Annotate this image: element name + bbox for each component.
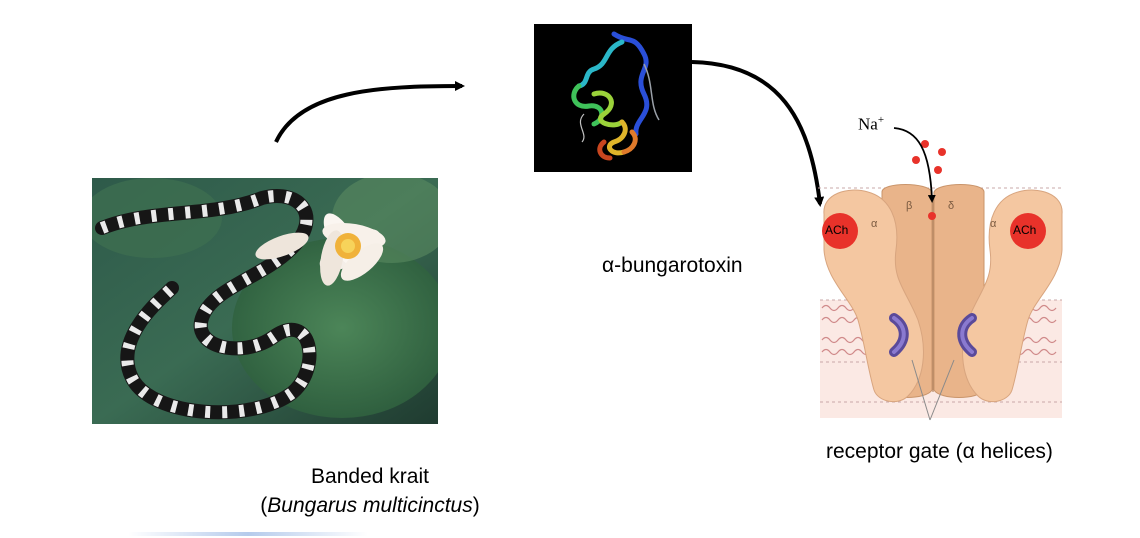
subunit-label-delta: δ bbox=[948, 200, 955, 212]
snake-species-line: (Bungarus multicinctus) bbox=[260, 494, 480, 517]
banded-krait-photo bbox=[92, 178, 438, 424]
sodium-ion-label: Na+ bbox=[858, 114, 885, 134]
footer-decoration bbox=[128, 532, 368, 536]
water-lily bbox=[255, 213, 386, 286]
ach-label-right: ACh bbox=[1013, 223, 1037, 237]
subunit-label-alpha-right: α bbox=[990, 218, 997, 230]
alpha-bungarotoxin-structure-image bbox=[534, 24, 692, 172]
sodium-flow-arrow bbox=[893, 127, 936, 203]
arrow-snake-to-toxin bbox=[274, 81, 465, 143]
receptor-graphic bbox=[818, 127, 1063, 421]
snake-caption: Banded krait (Bungarus multicinctus) bbox=[240, 462, 500, 520]
arrow-toxin-to-receptor bbox=[691, 60, 825, 207]
nicotinic-receptor-diagram: Na+ ACh ACh α β δ α bbox=[808, 100, 1078, 430]
subunit-label-alpha-left: α bbox=[871, 218, 878, 230]
subunit-label-beta: β bbox=[906, 200, 913, 212]
receptor-gate-label: receptor gate (α helices) bbox=[826, 440, 1053, 463]
snake-common-name: Banded krait bbox=[311, 465, 429, 488]
ach-label-left: ACh bbox=[825, 223, 849, 237]
toxin-label: α-bungarotoxin bbox=[602, 254, 743, 277]
snake-species-name: Bungarus multicinctus bbox=[267, 494, 473, 517]
